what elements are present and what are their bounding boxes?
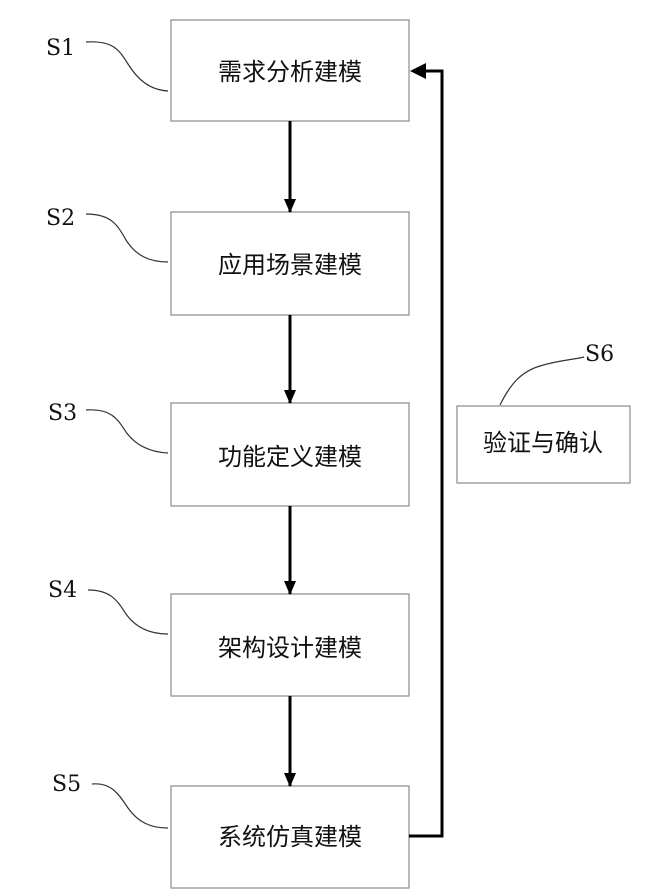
verification-id: S6 — [585, 342, 614, 367]
step-label-s3: 功能定义建模 — [218, 443, 362, 471]
step-s2: 应用场景建模 S2 — [46, 206, 409, 315]
step-s5: 系统仿真建模 S5 — [52, 772, 409, 888]
leader-line-s5 — [92, 784, 168, 828]
leader-line-s3 — [86, 410, 168, 453]
verification-step: 验证与确认 S6 — [457, 342, 630, 483]
step-s3: 功能定义建模 S3 — [48, 401, 409, 506]
step-s1: 需求分析建模 S1 — [46, 20, 409, 121]
step-label-s5: 系统仿真建模 — [218, 823, 362, 851]
step-id-s1: S1 — [46, 36, 75, 61]
verification-label: 验证与确认 — [483, 429, 603, 457]
step-id-s4: S4 — [48, 578, 77, 603]
step-label-s2: 应用场景建模 — [218, 251, 362, 279]
step-s4: 架构设计建模 S4 — [48, 578, 409, 696]
step-label-s4: 架构设计建模 — [218, 634, 362, 662]
feedback-loop-line — [409, 71, 442, 836]
leader-line-s1 — [86, 42, 168, 91]
leader-line-s4 — [88, 590, 168, 634]
step-label-s1: 需求分析建模 — [218, 58, 362, 86]
feedback-arrowhead — [410, 63, 426, 79]
feedback-loop-arrow — [409, 63, 442, 836]
step-id-s2: S2 — [46, 206, 75, 231]
step-id-s3: S3 — [48, 401, 77, 426]
leader-line-s6 — [500, 357, 584, 405]
step-id-s5: S5 — [52, 772, 81, 797]
leader-line-s2 — [86, 214, 168, 262]
